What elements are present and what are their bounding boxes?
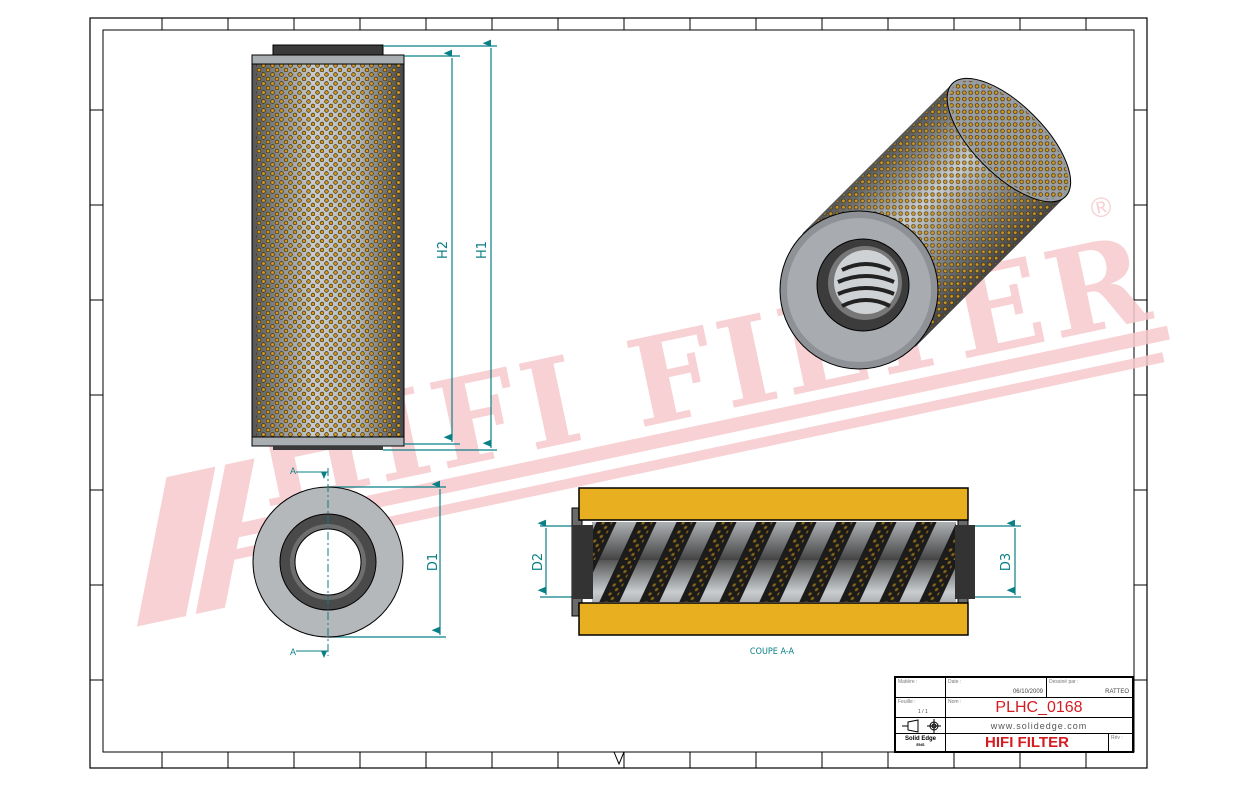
dim-d1: D1 (426, 553, 441, 571)
section-marker-top: A (290, 466, 296, 476)
part-number: PLHC_0168 (995, 699, 1083, 716)
website-cell: www.solidedge.com (945, 717, 1133, 734)
sheet-label: Feuille : (898, 699, 916, 705)
matter-cell: Matière : (895, 677, 946, 698)
author-label: Dessiné par : (1049, 679, 1079, 685)
projection-symbol-icon (902, 719, 941, 733)
software-name: Solid Edge (904, 736, 936, 742)
isometric-view (779, 77, 1072, 370)
projection-symbol-cell (895, 717, 946, 734)
dim-h2: H2 (436, 241, 451, 259)
dim-d3: D3 (999, 553, 1014, 571)
title-block: Matière : Date : 06/10/2009 Dessiné par :… (894, 676, 1134, 753)
bottom-view (252, 468, 404, 658)
sheet-cell: Feuille :1 / 1 (895, 697, 946, 718)
website: www.solidedge.com (990, 721, 1088, 731)
date-cell: Date : 06/10/2009 (945, 677, 1047, 698)
revision-cell: Rév : (1108, 733, 1133, 752)
author-cell: Dessiné par : RATTEO (1046, 677, 1133, 698)
matter-label: Matière : (898, 679, 918, 685)
rev-label: Rév : (1111, 735, 1123, 741)
dim-d2: D2 (531, 553, 546, 571)
name-cell: Nom : PLHC_0168 (945, 697, 1133, 718)
section-view (571, 487, 975, 636)
dim-h1: H1 (475, 241, 490, 259)
zone-ticks (90, 18, 1147, 768)
date-label: Date : (948, 679, 962, 685)
company-name: HIFI FILTER (985, 734, 1069, 751)
front-view (251, 44, 405, 450)
section-caption: COUPE A-A (750, 647, 795, 657)
date-value: 06/10/2009 (1012, 689, 1043, 695)
sheet-value: 1 / 1 (918, 709, 928, 715)
company-cell: HIFI FILTER (945, 733, 1109, 752)
name-label: Nom : (948, 699, 962, 705)
author-value: RATTEO (1105, 689, 1129, 695)
section-marker-bottom: A (290, 647, 296, 657)
software-sub: ENS (916, 742, 925, 747)
centering-mark (613, 751, 625, 766)
